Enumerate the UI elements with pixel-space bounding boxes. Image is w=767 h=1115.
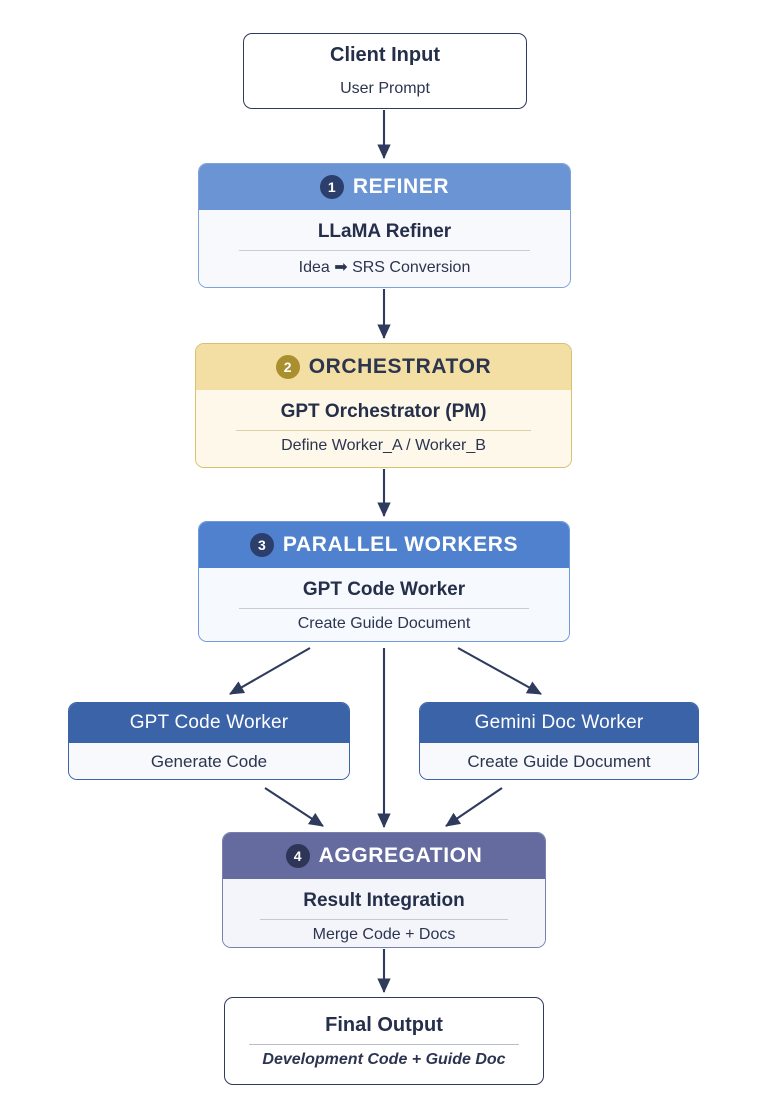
refiner-title: LLaMA Refiner (317, 221, 452, 242)
divider (259, 919, 509, 920)
divider (238, 608, 530, 609)
final-output-title: Final Output (325, 1013, 443, 1036)
node-refiner[interactable]: 1 REFINER LLaMA Refiner Idea ➡ SRS Conve… (198, 163, 571, 288)
node-parallel-workers[interactable]: 3 PARALLEL WORKERS GPT Code Worker Creat… (198, 521, 570, 642)
parallel-workers-header-label: PARALLEL WORKERS (282, 533, 519, 556)
parallel-workers-body: GPT Code Worker Create Guide Document (199, 568, 569, 641)
divider (238, 250, 531, 251)
aggregation-body: Result Integration Merge Code + Docs (223, 879, 545, 947)
gpt-code-worker-header: GPT Code Worker (69, 703, 349, 743)
gemini-doc-worker-subtitle: Create Guide Document (420, 743, 698, 779)
step-badge-1: 1 (319, 175, 344, 199)
client-input-title: Client Input (330, 44, 440, 66)
orchestrator-header-label: ORCHESTRATOR (308, 355, 492, 378)
aggregation-header-label: AGGREGATION (318, 844, 483, 867)
step-badge-2: 2 (275, 355, 300, 379)
node-gpt-code-worker[interactable]: GPT Code Worker Generate Code (68, 702, 350, 780)
refiner-body: LLaMA Refiner Idea ➡ SRS Conversion (199, 210, 570, 287)
step-badge-4: 4 (285, 844, 310, 868)
edge-parallel-to-worker-right (457, 647, 542, 695)
aggregation-header: 4 AGGREGATION (223, 833, 545, 879)
node-orchestrator[interactable]: 2 ORCHESTRATOR GPT Orchestrator (PM) Def… (195, 343, 572, 468)
client-input-subtitle: User Prompt (340, 80, 430, 97)
aggregation-title: Result Integration (303, 890, 465, 911)
orchestrator-title: GPT Orchestrator (PM) (280, 401, 487, 422)
step-badge-3: 3 (249, 533, 274, 557)
gemini-doc-worker-header: Gemini Doc Worker (420, 703, 698, 743)
orchestrator-body: GPT Orchestrator (PM) Define Worker_A / … (196, 390, 571, 467)
edge-worker-left-to-aggregation (264, 787, 324, 827)
edge-parallel-to-worker-left (229, 647, 311, 695)
refiner-header-label: REFINER (352, 175, 450, 198)
edge-worker-right-to-aggregation (445, 787, 503, 827)
parallel-workers-subtitle: Create Guide Document (297, 615, 471, 632)
orchestrator-header: 2 ORCHESTRATOR (196, 344, 571, 390)
node-aggregation[interactable]: 4 AGGREGATION Result Integration Merge C… (222, 832, 546, 948)
gpt-code-worker-subtitle: Generate Code (69, 743, 349, 779)
final-output-subtitle: Development Code + Guide Doc (262, 1050, 506, 1068)
node-client-input[interactable]: Client Input User Prompt (243, 33, 527, 109)
node-final-output[interactable]: Final Output Development Code + Guide Do… (224, 997, 544, 1085)
divider (249, 1043, 519, 1045)
refiner-subtitle: Idea ➡ SRS Conversion (298, 259, 471, 276)
aggregation-subtitle: Merge Code + Docs (312, 926, 456, 943)
orchestrator-subtitle: Define Worker_A / Worker_B (281, 437, 486, 454)
refiner-header: 1 REFINER (199, 164, 570, 210)
parallel-workers-title: GPT Code Worker (302, 579, 466, 600)
node-gemini-doc-worker[interactable]: Gemini Doc Worker Create Guide Document (419, 702, 699, 780)
divider (236, 430, 531, 431)
parallel-workers-header: 3 PARALLEL WORKERS (199, 522, 569, 568)
